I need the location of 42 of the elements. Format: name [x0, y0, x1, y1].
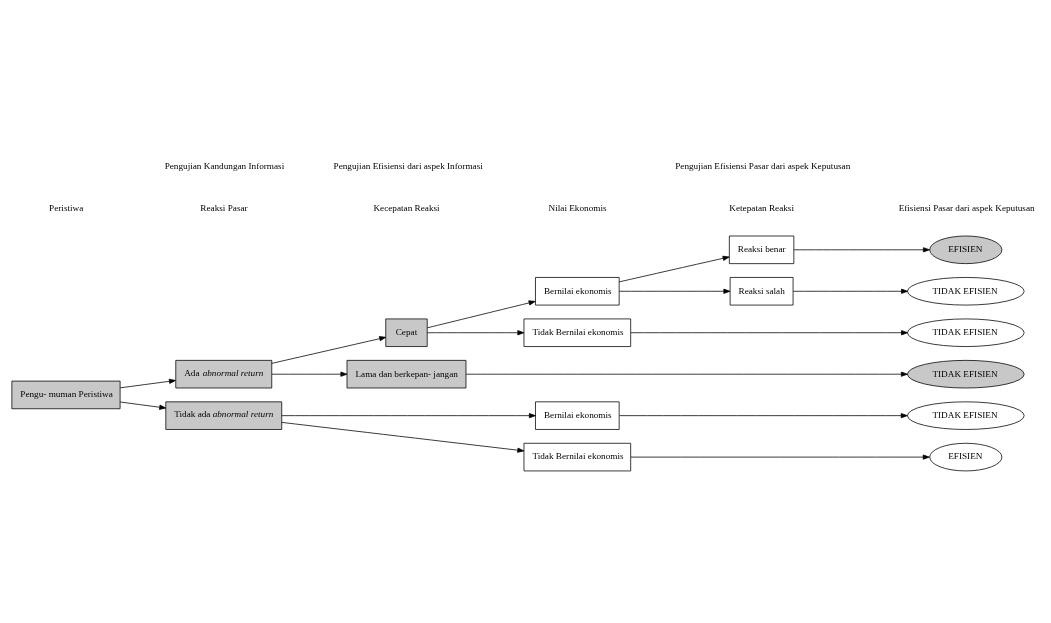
node-ellipse: EFISIEN: [929, 235, 1003, 264]
arrow: [630, 454, 930, 460]
arrow: [618, 288, 731, 294]
node-ellipse: TIDAK EFISIEN: [907, 318, 1025, 347]
node-ellipse: EFISIEN: [929, 442, 1003, 471]
arrow: [271, 335, 387, 364]
label: Efisiensi Pasar dari aspek Keputusan: [898, 202, 1035, 213]
arrow: [619, 412, 908, 418]
arrow: [281, 421, 525, 453]
label: Pengujian Kandungan Informasi: [164, 160, 285, 171]
node-box: Tidak ada abnormal return: [165, 400, 283, 430]
label: Kecepatan Reaksi: [373, 202, 440, 213]
node-box: Tidak Bernilai ekonomis: [523, 442, 632, 471]
node-box: Pengu- muman Peristiwa: [11, 380, 121, 409]
arrow: [119, 401, 167, 410]
arrow: [792, 288, 908, 294]
label: Ketepatan Reaksi: [729, 202, 794, 213]
arrow: [630, 329, 908, 335]
node-box: Reaksi benar: [728, 235, 795, 264]
node-box: Ada abnormal return: [175, 359, 273, 388]
arrow: [793, 246, 930, 252]
node-ellipse: TIDAK EFISIEN: [907, 400, 1025, 430]
arrow: [281, 412, 536, 418]
arrow: [426, 299, 536, 328]
node-box: Cepat: [385, 318, 428, 347]
node-box: Bernilai ekonomis: [535, 276, 620, 305]
node-box: Tidak Bernilai ekonomis: [523, 318, 632, 347]
arrow: [465, 371, 908, 377]
label: Pengujian Efisiensi dari aspek Informasi: [333, 160, 483, 171]
arrow: [426, 329, 525, 335]
node-ellipse: TIDAK EFISIEN: [907, 359, 1025, 388]
node-box: Bernilai ekonomis: [535, 400, 620, 430]
label: Pengujian Efisiensi Pasar dari aspek Keputusan: [675, 160, 851, 171]
label: Nilai Ekonomis: [548, 202, 607, 213]
arrow: [618, 255, 730, 282]
node-box: Lama dan berkepan- jangan: [346, 359, 467, 388]
arrow: [271, 371, 348, 377]
label: Peristiwa: [49, 202, 84, 213]
arrow: [119, 378, 176, 388]
node-box: Reaksi salah: [729, 276, 794, 305]
label: Reaksi Pasar: [200, 202, 248, 213]
node-ellipse: TIDAK EFISIEN: [907, 276, 1025, 305]
